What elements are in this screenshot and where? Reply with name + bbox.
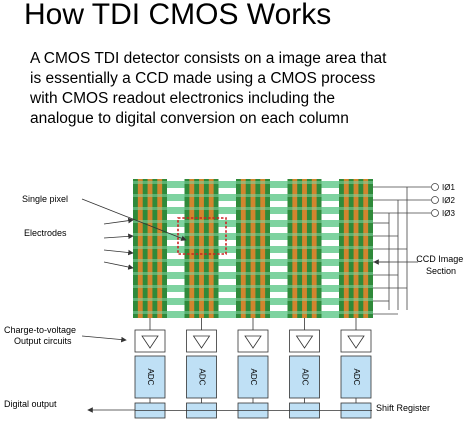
- single-pixel-outline: [177, 217, 227, 255]
- adc-box: [237, 355, 269, 399]
- ccd-section-line: Section: [426, 266, 456, 276]
- ccd-image-section-label: CCD Image Section: [416, 254, 466, 276]
- electrode-arrow: [103, 233, 134, 240]
- single-pixel-label: Single pixel: [22, 194, 68, 204]
- clock-phase-lines: IØ1 IØ2 IØ3: [373, 183, 455, 315]
- adc-box: [340, 355, 372, 399]
- phase-label: IØ2: [442, 196, 455, 205]
- adc-box: [289, 355, 320, 399]
- adc-label: ADC: [249, 369, 258, 386]
- amplifier-icon: [347, 335, 365, 349]
- phase-terminal-icon: [431, 183, 439, 191]
- column-readout: ADC: [134, 318, 166, 419]
- column-readout: ADC: [237, 318, 269, 419]
- description-line: is essentially a CCD made using a CMOS p…: [30, 70, 376, 87]
- column-readout: ADC: [186, 318, 217, 419]
- description-line: A CMOS TDI detector consists on a image …: [30, 50, 387, 67]
- adc-box: [186, 355, 217, 399]
- readout-electronics: ADC ADC ADC ADC ADC: [134, 318, 372, 419]
- phase-terminal-icon: [431, 196, 439, 204]
- amplifier-icon: [192, 335, 211, 349]
- description: A CMOS TDI detector consists on a image …: [30, 49, 470, 129]
- pixel-column: [184, 179, 219, 318]
- adc-label: ADC: [352, 369, 361, 386]
- adc-label: ADC: [146, 369, 155, 386]
- phase-label: IØ3: [442, 209, 455, 218]
- electrode-arrow: [103, 217, 134, 225]
- charge-to-voltage-arrow: [81, 335, 127, 343]
- amplifier-icon: [244, 335, 262, 349]
- page-title: How TDI CMOS Works: [24, 0, 332, 31]
- adc-label: ADC: [197, 369, 206, 386]
- pixel-column: [133, 179, 167, 318]
- ccd-section-line: CCD Image: [416, 254, 463, 264]
- column-readout: ADC: [289, 318, 320, 419]
- phase-label: IØ1: [442, 183, 455, 192]
- adc-box: [134, 355, 166, 399]
- pixel-column: [339, 179, 373, 318]
- electrode-arrow: [103, 249, 134, 256]
- description-line: with CMOS readout electronics including …: [30, 90, 335, 107]
- column-readout: ADC: [340, 318, 372, 419]
- shift-register-label: Shift Register: [376, 403, 430, 413]
- amplifier-icon: [295, 335, 314, 349]
- charge-to-voltage-label: Charge-to-voltage Output circuits: [4, 325, 79, 346]
- ccd-image-section: [133, 179, 373, 318]
- pixel-column: [236, 179, 270, 318]
- pixel-column: [287, 179, 322, 318]
- charge-to-voltage-line: Output circuits: [14, 336, 72, 346]
- annotations: Single pixel Electrodes Charge-to-voltag…: [4, 194, 466, 413]
- phase-terminal-icon: [431, 209, 439, 217]
- single-pixel-arrow: [81, 198, 187, 241]
- description-line: analogue to digital conversion on each c…: [30, 110, 349, 127]
- electrodes-label: Electrodes: [24, 228, 67, 238]
- amplifier-icon: [141, 335, 159, 349]
- adc-label: ADC: [300, 369, 309, 386]
- charge-to-voltage-line: Charge-to-voltage: [4, 325, 76, 335]
- electrode-arrow: [103, 261, 134, 270]
- digital-output-label: Digital output: [4, 399, 57, 409]
